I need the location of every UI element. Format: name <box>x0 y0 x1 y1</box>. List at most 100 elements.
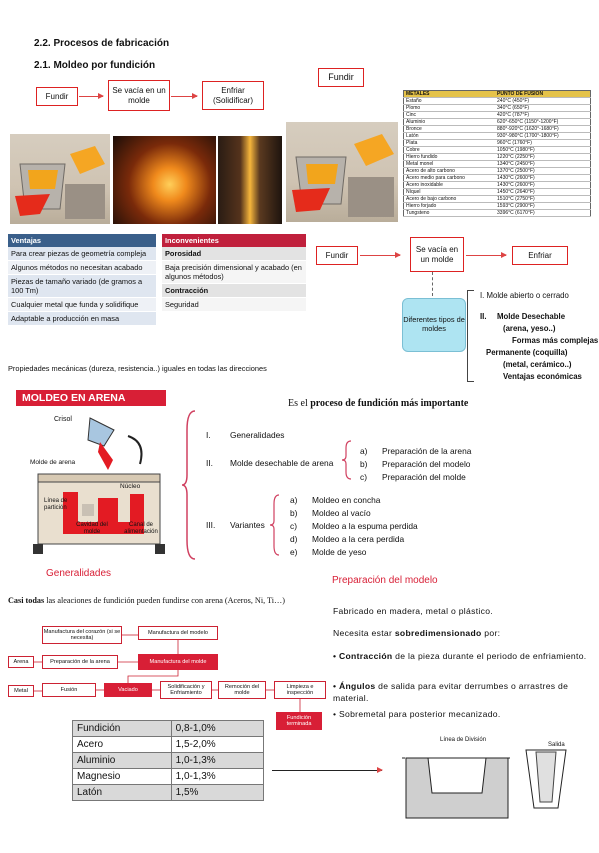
modelo-p2-pre: Necesita estar <box>333 628 395 638</box>
moldeo-arena-banner: MOLDEO EN ARENA <box>16 390 166 406</box>
label-linea: Línea de partición <box>44 498 68 511</box>
flow-arrow <box>171 93 198 99</box>
sand-mold-diagram <box>18 412 173 562</box>
metal-name: Aluminio <box>403 118 496 126</box>
melting-point: 3396°C (6170°F) <box>495 209 591 217</box>
casi-todas-note: Casi todas las aleaciones de fundición p… <box>8 596 285 605</box>
melting-point: 1510°C (2750°F) <box>495 195 591 203</box>
modelo-p2-post: por: <box>481 628 501 638</box>
outline-letter: c) <box>360 472 367 482</box>
outline-molde-desechable: Molde desechable de arena <box>230 458 334 468</box>
tipo-desechable: Molde Desechable <box>497 312 566 321</box>
process-step-fundir-2: Fundir <box>316 246 358 265</box>
casi-todas-bold: Casi todas <box>8 596 45 605</box>
melting-point: 1050°C (1980°F) <box>495 146 591 154</box>
metal-name: Acero inoxidable <box>403 181 496 189</box>
generalidades-title: Generalidades <box>46 568 112 579</box>
outline-espuma: Moldeo a la espuma perdida <box>312 521 418 531</box>
outline-vacio: Moldeo al vacío <box>312 508 371 518</box>
melting-point: 1593°C (2900°F) <box>495 202 591 210</box>
inconveniente-item: Porosidad <box>162 247 306 261</box>
metal-name: Tungsteno <box>403 209 496 217</box>
material-shrinkage: 1,0-1,3% <box>170 752 265 769</box>
outline-letter: e) <box>290 547 298 557</box>
modelo-bullet-contraccion: • Contracción de la pieza durante el per… <box>333 650 593 662</box>
ventajas-header: Ventajas <box>8 234 156 247</box>
modelo-bullet-sobremetal: • Sobremetal para posterior mecanizado. <box>333 709 501 719</box>
material-shrinkage: 1,0-1,3% <box>170 768 265 785</box>
tipo-permanente-detail: Ventajas económicas <box>503 372 582 381</box>
molten-pour-photo <box>113 136 216 224</box>
modelo-p1: Fabricado en madera, metal o plástico. <box>333 606 493 616</box>
table-header: METALES <box>403 90 496 98</box>
ventaja-item: Cualquier metal que funda y solidifique <box>8 298 156 312</box>
outline-prep-molde: Preparación del molde <box>382 472 466 482</box>
flow-solidificacion: Solidificación y Enfriamiento <box>160 681 212 699</box>
label-nucleo: Núcleo <box>120 483 141 490</box>
flow-limpieza: Limpieza e inspección <box>274 681 326 699</box>
process-step-vaciar-2: Se vacía en un molde <box>410 237 464 272</box>
melting-point: 620°-650°C (1150°-1200°F) <box>495 118 591 126</box>
outline-variantes: Variantes <box>230 520 265 530</box>
metal-name: Hierro forjado <box>403 202 496 210</box>
outline-brace-iii <box>269 494 280 556</box>
material-name: Magnesio <box>72 768 172 785</box>
bullet-rest: de salida para evitar derrumbes o arrast… <box>333 681 569 703</box>
metal-name: Hierro fundido <box>403 153 496 161</box>
material-shrinkage: 1,5-2,0% <box>170 736 265 753</box>
outline-letter: a) <box>360 446 368 456</box>
crucible-illustration-2 <box>286 122 398 222</box>
melting-point: 420°C (787°F) <box>495 111 591 119</box>
flow-remocion: Remoción del molde <box>218 681 266 699</box>
outline-generalidades: Generalidades <box>230 430 285 440</box>
ventaja-item: Piezas de tamaño variado (de gramos a 10… <box>8 275 156 298</box>
tipo-permanente: Permanente (coquilla) <box>486 348 568 357</box>
inconveniente-item: Contracción <box>162 284 306 298</box>
outline-brace-ii <box>341 440 352 480</box>
propiedades-note: Propiedades mecánicas (dureza, resistenc… <box>8 364 267 373</box>
process-step-fundir: Fundir <box>36 87 78 106</box>
flow-arrow <box>466 252 507 258</box>
bullet-bold: • Contracción <box>333 651 393 661</box>
melting-point: 1340°C (2450°F) <box>495 160 591 168</box>
inconveniente-item: Baja precisión dimensional y acabado (en… <box>162 261 306 284</box>
flow-metal: Metal <box>8 685 34 697</box>
material-shrinkage: 0,8-1,0% <box>170 720 265 737</box>
crucible-illustration <box>10 134 110 224</box>
melting-point: 1430°C (2600°F) <box>495 174 591 182</box>
ventajas-list: Ventajas Para crear piezas de geometría … <box>8 234 156 326</box>
section-heading: 2.2. Procesos de fabricación <box>34 38 170 49</box>
material-shrinkage: 1,5% <box>170 784 265 801</box>
metal-name: Acero de alto carbono <box>403 167 496 175</box>
label-salida: Salida <box>548 742 565 748</box>
dashed-connector <box>432 272 433 296</box>
outline-prep-arena: Preparación de la arena <box>382 446 472 456</box>
draft-angle-diagram <box>398 738 588 828</box>
label-cavidad: Cavidad del molde <box>76 522 108 535</box>
flow-terminada: Fundición terminada <box>276 712 322 730</box>
flow-arena: Arena <box>8 656 34 668</box>
outline-cera: Moldeo a la cera perdida <box>312 534 405 544</box>
prep-modelo-title: Preparación del modelo <box>332 575 438 586</box>
material-name: Aluminio <box>72 752 172 769</box>
material-name: Fundición <box>72 720 172 737</box>
proceso-importante: Es el proceso de fundición más important… <box>288 398 468 409</box>
tipos-bracket <box>467 290 474 382</box>
flow-vaciado: Vaciado <box>104 683 152 697</box>
ventaja-item: Algunos métodos no necesitan acabado <box>8 261 156 275</box>
label-crisol: Crisol <box>54 416 72 423</box>
fundir-label: Fundir <box>318 68 364 87</box>
tipo-desechable-num: II. <box>480 312 487 321</box>
process-step-enfriar: Enfriar (Solidificar) <box>202 81 264 110</box>
outline-letter: b) <box>290 508 298 518</box>
ventaja-item: Adaptable a producción en masa <box>8 312 156 326</box>
melting-point: 340°C (650°F) <box>495 104 591 112</box>
metal-name: Plata <box>403 139 496 147</box>
tipo-desechable-detail: Formas más complejas <box>512 336 599 345</box>
table-header: PUNTO DE FUSION <box>495 90 591 98</box>
proceso-importante-pre: Es el <box>288 398 311 409</box>
melting-point: 240°C (450°F) <box>495 97 591 105</box>
outline-letter: b) <box>360 459 368 469</box>
